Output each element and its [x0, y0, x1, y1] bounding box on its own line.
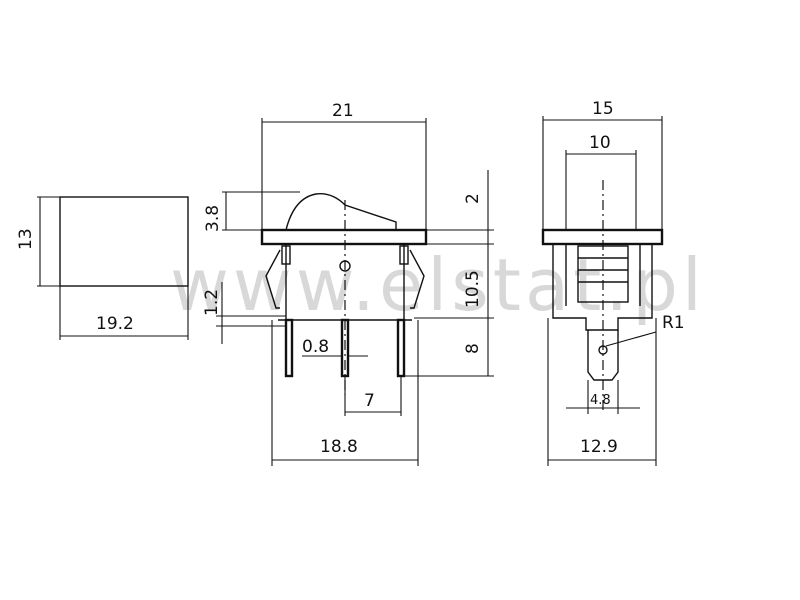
- dim-pin-thickness: 0.8: [302, 337, 329, 357]
- dim-front-bottom-width: 18.8: [320, 437, 358, 457]
- watermark: www.elstat.pl: [170, 243, 706, 327]
- dim-side-width: 19.2: [96, 314, 134, 334]
- dim-body-height: 10.5: [463, 270, 483, 308]
- dim-side-height: 13: [16, 228, 36, 250]
- dim-hole-radius: R1: [662, 313, 685, 333]
- dim-end-inner-width: 10: [589, 133, 611, 153]
- dim-clip-gap: 1.2: [202, 289, 222, 316]
- dim-top-offset: 2: [463, 193, 483, 204]
- front-view: 21 3.8 1.2 2: [202, 101, 494, 466]
- end-view: 15 10 R1 4.8 12.9: [541, 99, 685, 466]
- side-view: 13 19.2: [16, 196, 189, 340]
- dim-pin-width: 4.8: [590, 393, 611, 408]
- dim-end-bottom-width: 12.9: [580, 437, 618, 457]
- dim-rocker-height: 3.8: [203, 205, 223, 232]
- dim-pin-pitch: 7: [364, 391, 375, 411]
- dim-end-width: 15: [592, 99, 614, 119]
- dim-pin-height: 8: [463, 343, 483, 354]
- dim-front-width: 21: [332, 101, 354, 121]
